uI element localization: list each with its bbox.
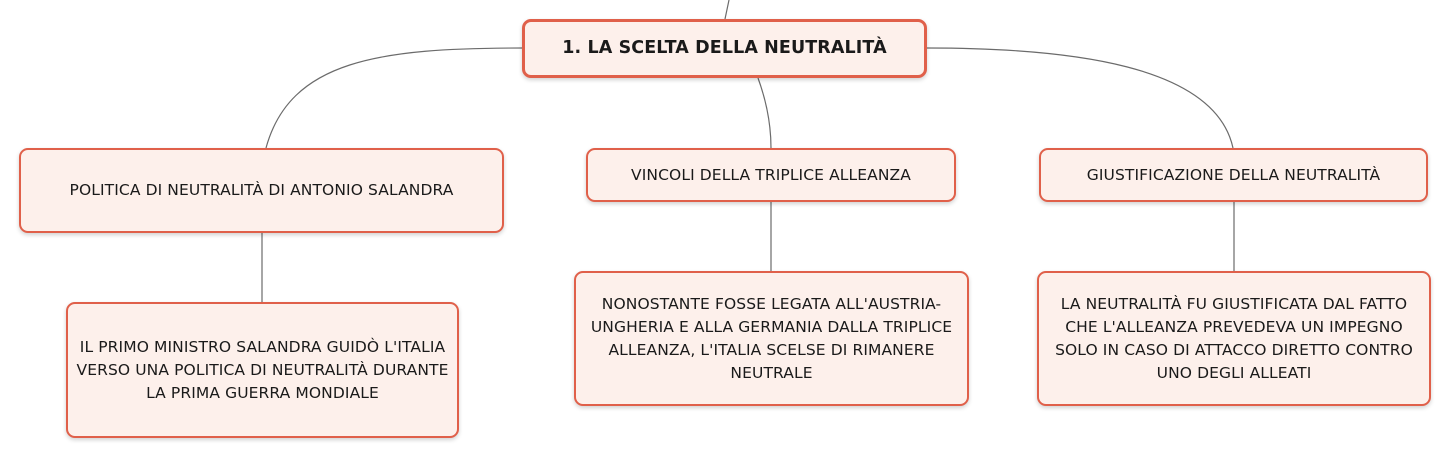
topic-label-giustificazione: GIUSTIFICAZIONE DELLA NEUTRALITÀ [1086, 165, 1381, 184]
detail-text-giustificazione: LA NEUTRALITÀ FU GIUSTIFICATA DAL FATTO … [1055, 294, 1413, 382]
detail-node-salandra[interactable]: IL PRIMO MINISTRO SALANDRA GUIDÒ L'ITALI… [66, 302, 459, 438]
detail-node-giustificazione[interactable]: LA NEUTRALITÀ FU GIUSTIFICATA DAL FATTO … [1037, 271, 1431, 406]
detail-node-triplice[interactable]: NONOSTANTE FOSSE LEGATA ALL'AUSTRIA-UNGH… [574, 271, 969, 406]
topic-label-triplice: VINCOLI DELLA TRIPLICE ALLEANZA [631, 165, 911, 184]
connector-root-to-topic-1 [265, 47, 523, 149]
detail-text-salandra: IL PRIMO MINISTRO SALANDRA GUIDÒ L'ITALI… [76, 337, 449, 402]
connector-parent-to-root [724, 0, 730, 20]
connector-root-to-topic-3 [926, 47, 1234, 149]
topic-node-triplice[interactable]: VINCOLI DELLA TRIPLICE ALLEANZA [586, 148, 956, 202]
topic-node-giustificazione[interactable]: GIUSTIFICAZIONE DELLA NEUTRALITÀ [1039, 148, 1428, 202]
topic-label-salandra: POLITICA DI NEUTRALITÀ DI ANTONIO SALAND… [69, 181, 454, 199]
detail-text-triplice: NONOSTANTE FOSSE LEGATA ALL'AUSTRIA-UNGH… [590, 294, 953, 382]
root-topic-label: 1. LA SCELTA DELLA NEUTRALITÀ [562, 38, 887, 58]
connector-root-to-topic-2 [757, 77, 772, 149]
topic-node-salandra[interactable]: POLITICA DI NEUTRALITÀ DI ANTONIO SALAND… [19, 148, 504, 233]
root-topic-node[interactable]: 1. LA SCELTA DELLA NEUTRALITÀ [522, 19, 927, 78]
